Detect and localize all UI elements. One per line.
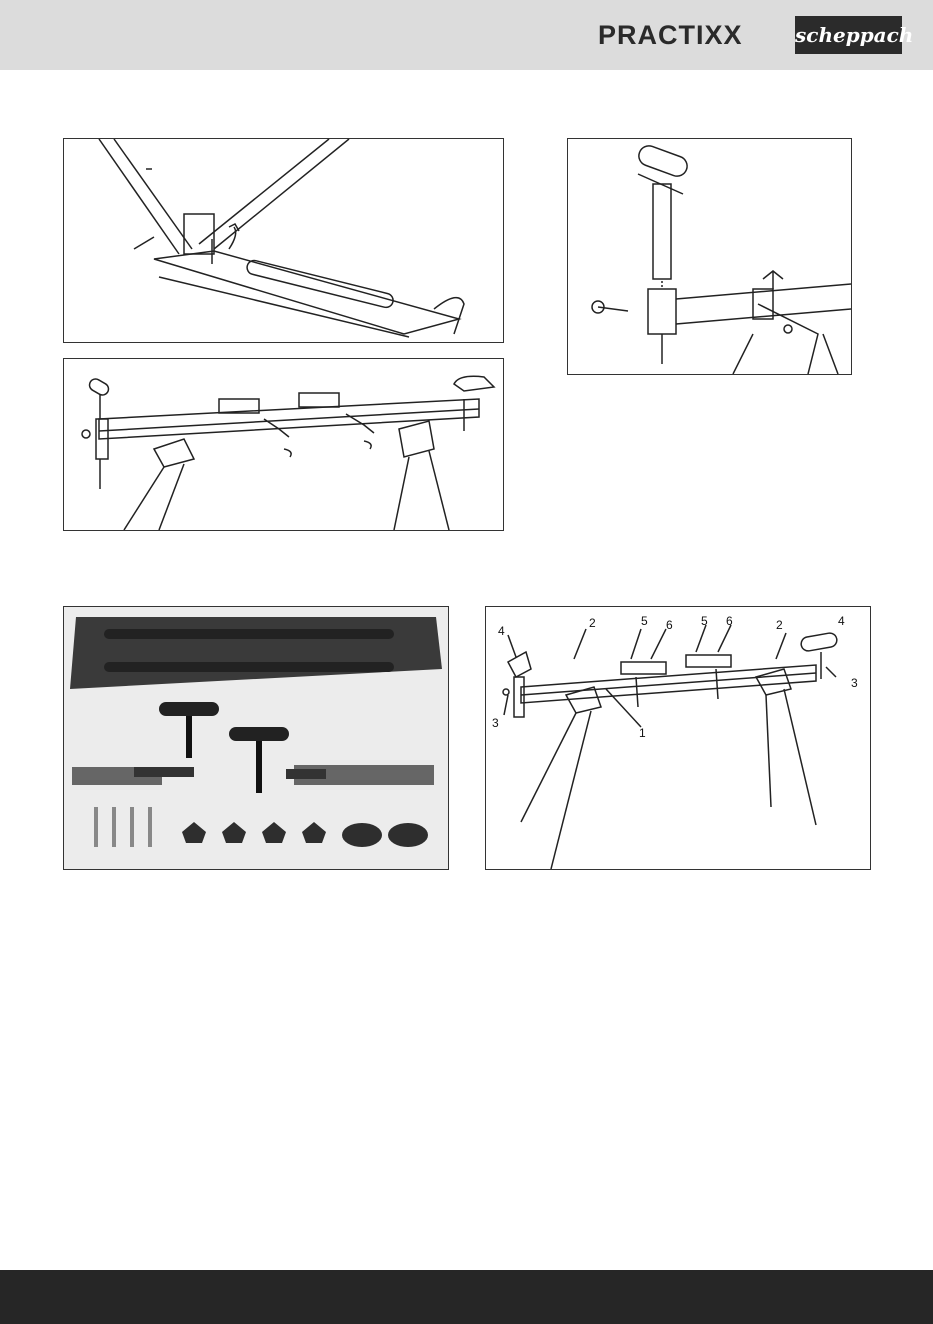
callout-bolt-left: 3 [492, 716, 499, 730]
figure-labeled-overview: 4 2 5 6 5 6 2 4 3 3 1 [485, 606, 871, 870]
callout-knob-left: 2 [589, 616, 596, 630]
callout-bolt-right: 3 [851, 676, 858, 690]
page-footer [0, 1270, 933, 1324]
practixx-logo: PRACTIXX [598, 20, 743, 51]
figure-parts-photo [63, 606, 449, 870]
figure-fold-out-frame [63, 138, 504, 343]
callout-stop-b: 6 [726, 614, 733, 628]
callout-roller-left: 4 [498, 624, 505, 638]
callout-frame: 1 [639, 726, 646, 740]
page-header: PRACTIXX scheppach [0, 0, 933, 70]
callout-knob-right: 2 [776, 618, 783, 632]
callout-stop-a: 6 [666, 618, 673, 632]
callout-clamp-a: 5 [641, 614, 648, 628]
figure-roller-support-insertion [567, 138, 852, 375]
figure-assembled-stand-top [63, 358, 504, 531]
callout-roller-right: 4 [838, 614, 845, 628]
callout-clamp-b: 5 [701, 614, 708, 628]
scheppach-logo: scheppach [795, 16, 902, 54]
